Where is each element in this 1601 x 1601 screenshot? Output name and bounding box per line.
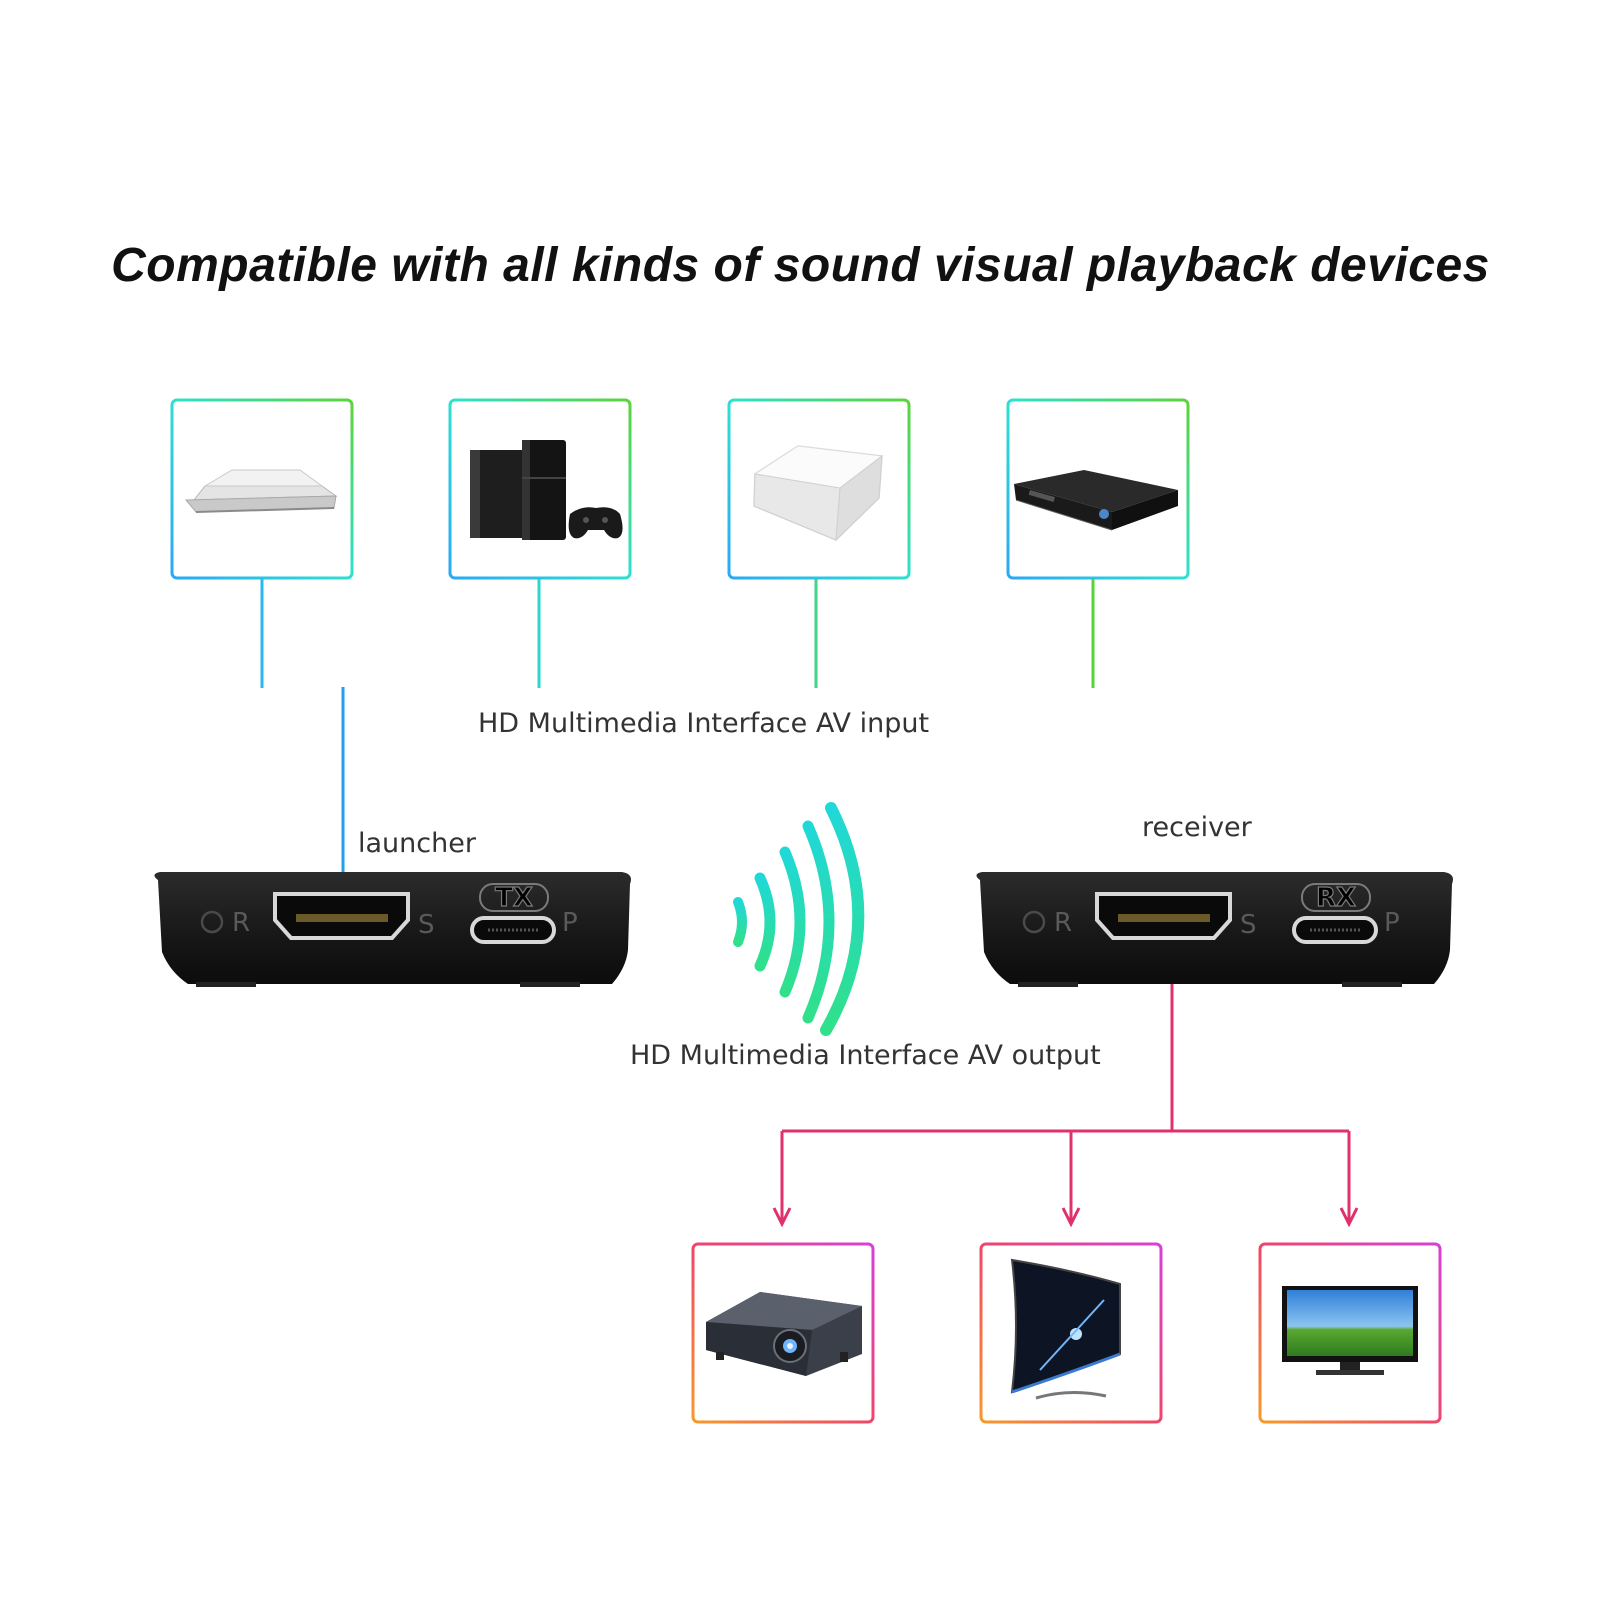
- receiver-badge-label: RX: [1316, 883, 1356, 913]
- transmitter-port-p-label: P: [562, 908, 578, 938]
- output-label: HD Multimedia Interface AV output: [630, 1040, 1101, 1071]
- source-device-box-4: [1006, 398, 1190, 580]
- hdmi-port-icon: [1095, 892, 1232, 940]
- game-console-icon: [470, 440, 623, 540]
- input-connection-lines: [260, 578, 1095, 897]
- source-device-box-3: [727, 398, 911, 580]
- tx-badge-icon: [479, 883, 549, 912]
- output-device-box-3: [1258, 1242, 1442, 1424]
- receiver-label: receiver: [1142, 812, 1252, 843]
- set-top-box-icon: [753, 445, 884, 542]
- input-label: HD Multimedia Interface AV input: [478, 708, 930, 739]
- rx-badge-icon: [1301, 883, 1371, 912]
- reset-button-icon[interactable]: [1022, 910, 1046, 934]
- output-device-box-1: [691, 1242, 875, 1424]
- transmitter-badge-label: TX: [495, 883, 533, 913]
- flat-tv-icon: [1282, 1286, 1418, 1375]
- source-device-box-1: [170, 398, 354, 580]
- receiver-device: R S RX P: [976, 872, 1453, 987]
- projector-icon: [706, 1292, 862, 1376]
- output-connection-lines: [772, 978, 1359, 1228]
- receiver-port-s-label: S: [1240, 910, 1257, 940]
- transmitter-port-s-label: S: [418, 910, 435, 940]
- transmitter-port-r-label: R: [232, 908, 250, 938]
- curved-tv-icon: [1010, 1258, 1121, 1400]
- launcher-label: launcher: [358, 828, 476, 859]
- output-device-box-2: [979, 1242, 1163, 1424]
- hdmi-port-icon: [273, 892, 410, 940]
- reset-button-icon[interactable]: [200, 910, 224, 934]
- receiver-port-p-label: P: [1384, 908, 1400, 938]
- laptop-icon: [184, 469, 338, 513]
- source-device-box-2: [448, 398, 632, 580]
- receiver-port-r-label: R: [1054, 908, 1072, 938]
- dvd-player-icon: [1014, 470, 1178, 531]
- wireless-signal-icon: [733, 802, 865, 1036]
- transmitter-device: R S TX P: [154, 872, 631, 987]
- page-title: Compatible with all kinds of sound visua…: [111, 239, 1490, 292]
